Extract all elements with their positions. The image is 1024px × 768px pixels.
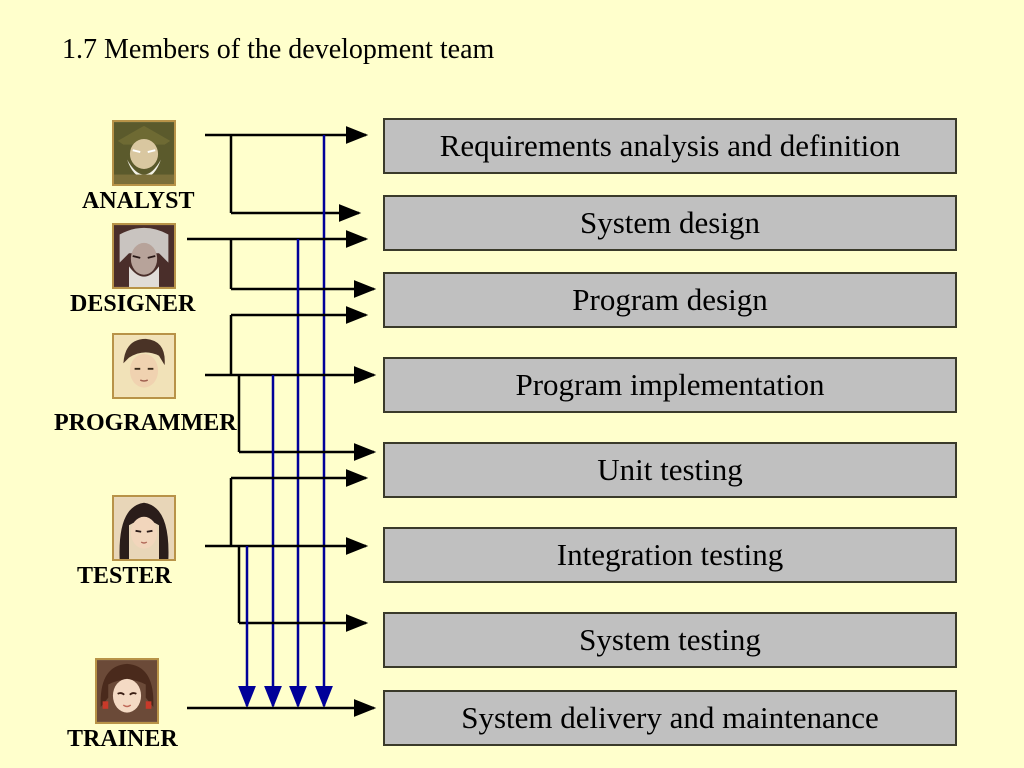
programmer-connectors — [205, 306, 377, 461]
designer-avatar — [112, 223, 176, 289]
role-label-trainer: TRAINER — [67, 726, 178, 752]
role-label-tester: TESTER — [77, 563, 172, 589]
slide-title: 1.7 Members of the development team — [62, 34, 495, 65]
elder-sage-portrait-icon — [114, 122, 174, 184]
task-system-delivery: System delivery and maintenance — [383, 690, 957, 746]
dark-haired-woman-portrait-icon — [114, 497, 174, 559]
analyst-avatar — [112, 120, 176, 186]
task-system-testing: System testing — [383, 612, 957, 668]
role-label-analyst: ANALYST — [82, 188, 195, 214]
trainer-avatar — [95, 658, 159, 724]
task-program-design: Program design — [383, 272, 957, 328]
task-program-implementation: Program implementation — [383, 357, 957, 413]
white-haired-warrior-portrait-icon — [114, 225, 174, 287]
role-label-programmer: PROGRAMMER — [54, 410, 237, 436]
programmer-avatar — [112, 333, 176, 399]
analyst-connectors — [205, 126, 369, 222]
young-girl-portrait-icon — [97, 660, 157, 722]
task-requirements: Requirements analysis and definition — [383, 118, 957, 174]
role-label-designer: DESIGNER — [70, 291, 196, 317]
tester-avatar — [112, 495, 176, 561]
task-unit-testing: Unit testing — [383, 442, 957, 498]
task-system-design: System design — [383, 195, 957, 251]
designer-connectors — [187, 230, 377, 298]
tester-connectors — [205, 469, 369, 632]
task-integration-testing: Integration testing — [383, 527, 957, 583]
young-man-portrait-icon — [114, 335, 174, 397]
